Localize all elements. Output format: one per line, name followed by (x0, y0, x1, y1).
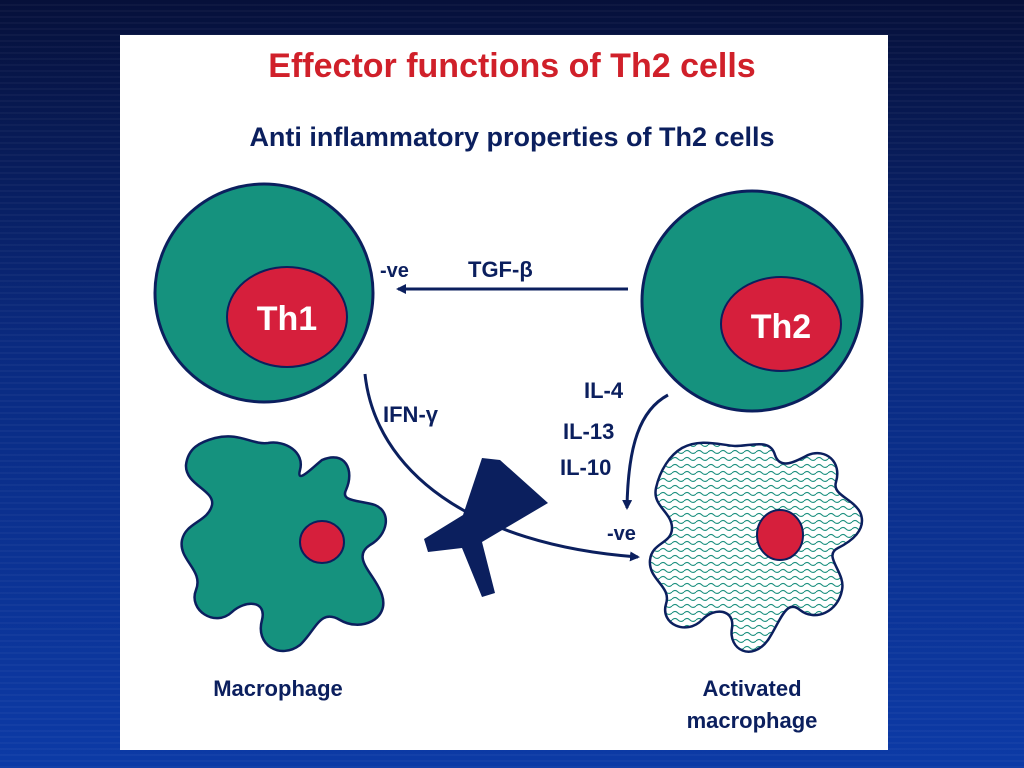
ifn-gamma-arrow (363, 373, 640, 562)
macrophage-activated (648, 441, 864, 653)
il-arrow (622, 393, 669, 510)
ifn-gamma-label: IFN-γ (383, 402, 439, 427)
th1-cell: Th1 (153, 182, 375, 404)
slide-title: Effector functions of Th2 cells (268, 47, 755, 85)
macrophage-resting (180, 435, 387, 653)
macrophage-label: Macrophage (213, 676, 343, 701)
activated-macrophage-label-line1: Activated (702, 676, 801, 701)
neg-top-label: -ve (380, 260, 409, 282)
block-x-icon (424, 458, 548, 597)
slide-subtitle: Anti inflammatory properties of Th2 cell… (249, 122, 774, 152)
il4-label: IL-4 (584, 378, 624, 403)
th1-label: Th1 (257, 300, 317, 338)
tgf-beta-label: TGF-β (468, 257, 533, 282)
neg-bottom-label: -ve (607, 523, 636, 545)
th2-label: Th2 (751, 308, 811, 346)
th2-cell: Th2 (640, 189, 864, 413)
il10-label: IL-10 (560, 455, 611, 480)
il13-label: IL-13 (563, 419, 614, 444)
activated-macrophage-label-line2: macrophage (687, 708, 818, 733)
